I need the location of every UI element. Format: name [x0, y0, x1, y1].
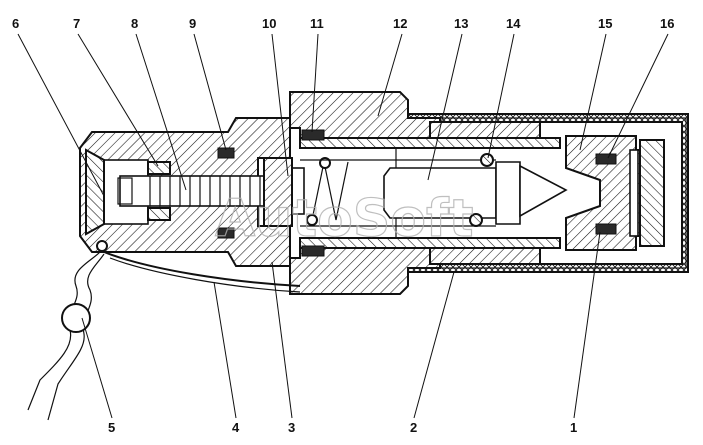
callout-13: 13 [454, 16, 468, 31]
callout-1: 1 [570, 420, 577, 435]
connector-body [289, 91, 441, 295]
callout-2: 2 [410, 420, 417, 435]
callout-8: 8 [131, 16, 138, 31]
callout-11: 11 [310, 16, 324, 31]
callout-12: 12 [393, 16, 407, 31]
watermark-text: AutoSoft [215, 189, 474, 249]
contact-block [263, 157, 293, 227]
callout-3: 3 [288, 420, 295, 435]
callout-labels: 6 7 8 9 10 11 12 13 14 15 16 5 4 3 2 1 [12, 16, 674, 435]
leader-lines [17, 33, 669, 419]
callout-16: 16 [660, 16, 674, 31]
seals [217, 129, 617, 257]
inner-sleeve [299, 121, 561, 265]
spring [306, 157, 349, 226]
callout-7: 7 [73, 16, 80, 31]
callout-15: 15 [598, 16, 612, 31]
callout-10: 10 [262, 16, 276, 31]
callout-6: 6 [12, 16, 19, 31]
callout-9: 9 [189, 16, 196, 31]
cable-and-cord [27, 240, 301, 421]
retainer-ring [469, 153, 494, 227]
contact-pin [300, 159, 568, 227]
socket-insert [565, 135, 665, 251]
callout-5: 5 [108, 420, 115, 435]
callout-14: 14 [506, 16, 521, 31]
callout-4: 4 [232, 420, 240, 435]
